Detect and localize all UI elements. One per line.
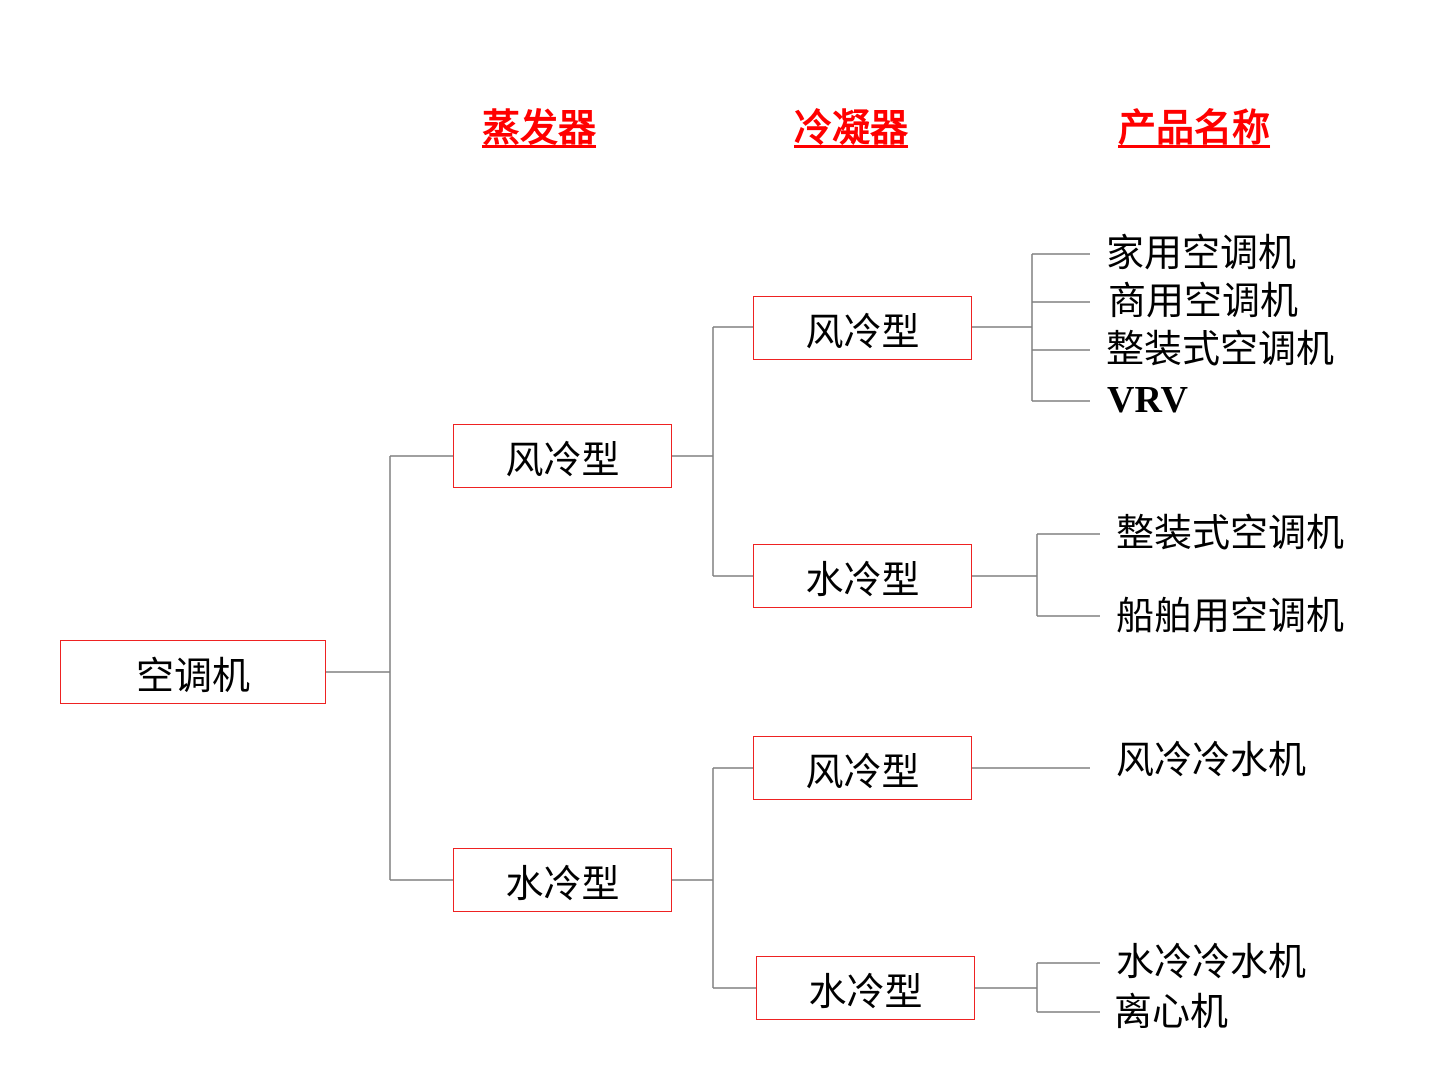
- node-air-conditioner: 空调机: [60, 640, 326, 704]
- node-condenser-air-cooled-1: 风冷型: [753, 296, 972, 360]
- header-product-name: 产品名称: [1118, 106, 1271, 150]
- product-vrv: VRV: [1107, 379, 1188, 421]
- node-condenser-air-cooled-2: 风冷型: [753, 736, 972, 800]
- product-packaged-ac-water: 整装式空调机: [1116, 511, 1345, 555]
- product-water-cooled-chiller: 水冷冷水机: [1116, 940, 1307, 984]
- product-commercial-ac: 商用空调机: [1108, 279, 1299, 323]
- node-evaporator-water-cooled: 水冷型: [453, 848, 672, 912]
- header-condenser: 冷凝器: [794, 106, 909, 150]
- header-evaporator: 蒸发器: [482, 106, 597, 150]
- node-condenser-water-cooled-1: 水冷型: [753, 544, 972, 608]
- product-marine-ac: 船舶用空调机: [1116, 594, 1345, 638]
- node-condenser-water-cooled-2: 水冷型: [756, 956, 975, 1020]
- product-packaged-ac: 整装式空调机: [1106, 327, 1335, 371]
- node-evaporator-air-cooled: 风冷型: [453, 424, 672, 488]
- product-household-ac: 家用空调机: [1106, 231, 1297, 275]
- product-centrifugal-chiller: 离心机: [1114, 990, 1229, 1034]
- product-air-cooled-chiller: 风冷冷水机: [1116, 738, 1307, 782]
